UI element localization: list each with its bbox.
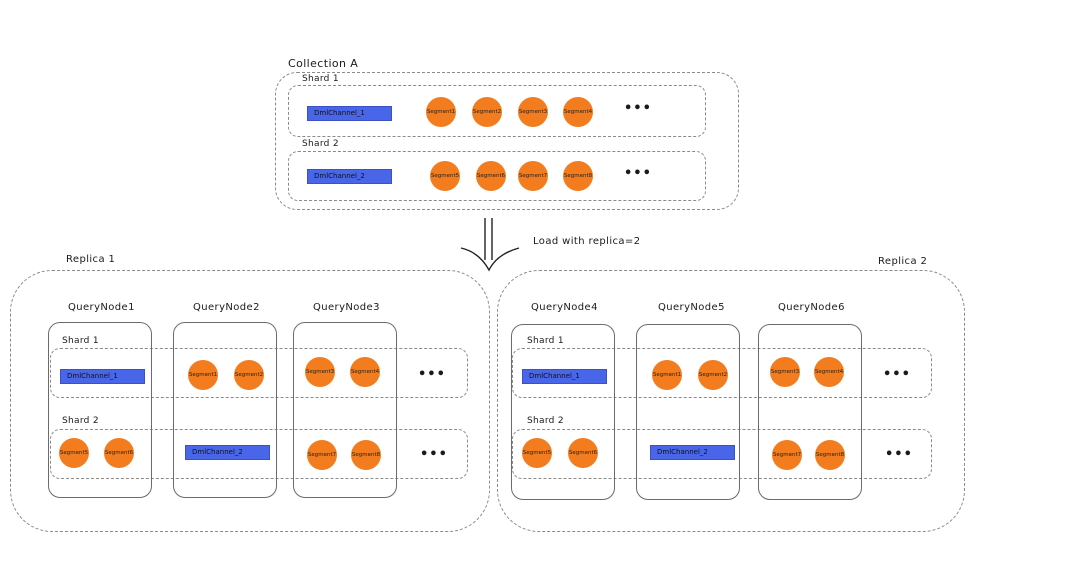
collection-shard1-segment-1: Segment1	[426, 97, 456, 127]
replica1-querynode2-box	[173, 322, 277, 498]
collection-shard1-label: Shard 1	[302, 74, 339, 84]
replica2-title: Replica 2	[878, 256, 928, 267]
replica2-shard2-segment-6: Segment6	[568, 438, 598, 468]
replica2-shard1-segment-2: Segment2	[698, 360, 728, 390]
replica1-shard2-segment-6: Segment6	[104, 438, 134, 468]
replica1-shard1-segment-4: Segment4	[350, 357, 380, 387]
replica2-node5-label: QueryNode5	[658, 302, 725, 313]
replica1-shard1-box	[50, 348, 468, 398]
replica2-node4-label: QueryNode4	[531, 302, 598, 313]
replica2-shard1-segment-1: Segment1	[652, 360, 682, 390]
collection-shard2-segment-6: Segment6	[476, 161, 506, 191]
collection-shard2-segment-5: Segment5	[430, 161, 460, 191]
replica1-shard2-label: Shard 2	[62, 416, 99, 426]
replica1-shard1-more: •••	[418, 367, 446, 382]
replica2-shard1-more: •••	[883, 367, 911, 382]
replica2-shard1-segment-4: Segment4	[814, 357, 844, 387]
replica1-shard2-box	[50, 429, 468, 479]
replica1-shard2-more: •••	[420, 447, 448, 462]
replica1-node1-label: QueryNode1	[68, 302, 135, 313]
collection-shard1-segment-2: Segment2	[472, 97, 502, 127]
replica2-shard1-label: Shard 1	[527, 336, 564, 346]
replica2-node6-label: QueryNode6	[778, 302, 845, 313]
replica1-shard1-segment-1: Segment1	[188, 360, 218, 390]
replica2-shard2-segment-7: Segment7	[772, 440, 802, 470]
replica1-box	[10, 270, 490, 532]
replica2-querynode6-box	[758, 324, 862, 500]
replica2-shard2-label: Shard 2	[527, 416, 564, 426]
replica1-shard1-segment-2: Segment2	[234, 360, 264, 390]
replica2-shard1-channel: DmlChannel_1	[522, 369, 607, 384]
replica2-shard1-box	[512, 348, 932, 398]
replica1-querynode3-box	[293, 322, 397, 498]
collection-shard1-segment-3: Segment3	[518, 97, 548, 127]
collection-shard2-segment-8: Segment8	[563, 161, 593, 191]
replica2-shard2-segment-8: Segment8	[815, 440, 845, 470]
collection-shard1-channel: DmlChannel_1	[307, 106, 392, 121]
replica2-shard2-more: •••	[885, 447, 913, 462]
load-label: Load with replica=2	[533, 236, 641, 247]
collection-shard1-more: •••	[624, 101, 652, 116]
replica1-node2-label: QueryNode2	[193, 302, 260, 313]
collection-shard2-box	[288, 151, 706, 201]
collection-box	[275, 72, 739, 210]
replica2-querynode5-box	[636, 324, 740, 500]
replica1-shard1-channel: DmlChannel_1	[60, 369, 145, 384]
replica1-shard2-channel: DmlChannel_2	[185, 445, 270, 460]
collection-title: Collection A	[288, 57, 359, 70]
replica1-shard2-segment-8: Segment8	[351, 440, 381, 470]
replica1-shard2-segment-7: Segment7	[307, 440, 337, 470]
replica1-shard1-segment-3: Segment3	[305, 357, 335, 387]
collection-shard1-box	[288, 85, 706, 137]
collection-shard1-segment-4: Segment4	[563, 97, 593, 127]
replica1-querynode1-box	[48, 322, 152, 498]
replica1-title: Replica 1	[66, 254, 116, 265]
collection-shard2-more: •••	[624, 166, 652, 181]
replica2-shard1-segment-3: Segment3	[770, 357, 800, 387]
replica2-shard2-channel: DmlChannel_2	[650, 445, 735, 460]
replica1-node3-label: QueryNode3	[313, 302, 380, 313]
replica2-shard2-box	[512, 429, 932, 479]
replica2-shard2-segment-5: Segment5	[522, 438, 552, 468]
collection-shard2-segment-7: Segment7	[518, 161, 548, 191]
replica2-querynode4-box	[511, 324, 615, 500]
replica2-box	[497, 270, 965, 532]
collection-shard2-label: Shard 2	[302, 139, 339, 149]
replica1-shard2-segment-5: Segment5	[59, 438, 89, 468]
down-arrow-icon	[460, 218, 520, 272]
replica1-shard1-label: Shard 1	[62, 336, 99, 346]
collection-shard2-channel: DmlChannel_2	[307, 169, 392, 184]
